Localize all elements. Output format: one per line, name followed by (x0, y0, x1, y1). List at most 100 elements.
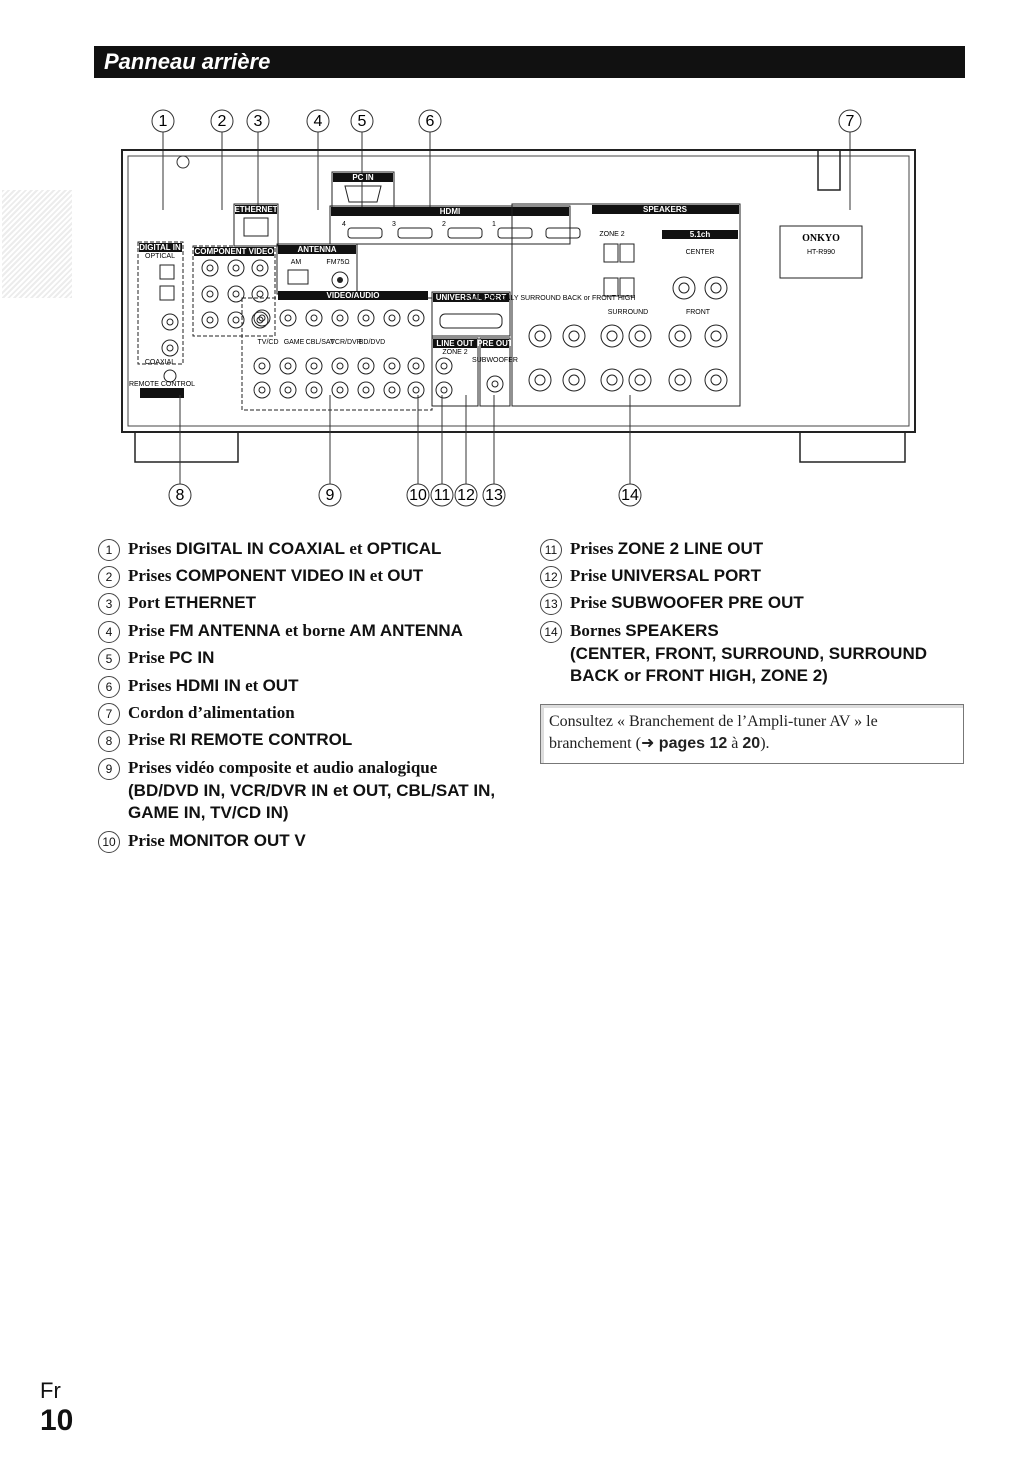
rca-jack (357, 309, 375, 327)
note-pages: pages 12 (654, 735, 728, 752)
svg-text:SUBWOOFER: SUBWOOFER (472, 357, 518, 364)
rca-jack (305, 357, 323, 375)
svg-text:HDMI: HDMI (440, 207, 460, 216)
callout-13: 13 (482, 395, 506, 507)
hdmi-port (447, 227, 483, 239)
svg-text:7: 7 (846, 113, 855, 130)
rca-jack (227, 285, 245, 303)
svg-text:3: 3 (254, 113, 263, 130)
svg-text:UNIVERSAL PORT: UNIVERSAL PORT (436, 293, 507, 302)
right-foot (799, 432, 906, 463)
speaker-terminal (672, 276, 696, 300)
list-item-14-detail: (CENTER, FRONT, SURROUND, SURROUND BACK … (570, 644, 927, 685)
svg-text:DIGITAL IN: DIGITAL IN (139, 243, 181, 252)
svg-text:ETHERNET: ETHERNET (234, 205, 277, 214)
svg-text:12: 12 (457, 487, 475, 504)
hdmi-port (545, 227, 581, 239)
rca-jack (251, 285, 269, 303)
rca-jack (253, 357, 271, 375)
svg-text:5: 5 (358, 113, 367, 130)
svg-text:ZONE 2: ZONE 2 (599, 231, 624, 238)
svg-text:3: 3 (392, 221, 396, 228)
speaker-terminal (668, 368, 692, 392)
rca-jack (251, 259, 269, 277)
rca-jack (331, 381, 349, 399)
callout-8: 8 (168, 395, 192, 507)
hdmi-port (347, 227, 383, 239)
rca-jack (253, 309, 271, 327)
brand-label: ONKYO HT-R990 (779, 225, 863, 279)
note-text: Consultez « Branchement de l’Ampli-tuner… (549, 713, 878, 752)
svg-text:REMOTE CONTROL: REMOTE CONTROL (129, 381, 195, 388)
svg-text:HT-R990: HT-R990 (807, 249, 835, 256)
svg-text:8: 8 (176, 487, 185, 504)
rca-jack (331, 309, 349, 327)
arrow-icon: ➜ (640, 735, 655, 752)
digital-in-block: DIGITAL IN OPTICAL COAXIAL REMOTE CONTRO… (129, 241, 195, 398)
svg-text:VIDEO/AUDIO: VIDEO/AUDIO (327, 291, 380, 300)
component-video-block: COMPONENT VIDEO (192, 245, 276, 337)
svg-text:1: 1 (492, 221, 496, 228)
speaker-terminal (600, 324, 624, 348)
number-badge: 3 (98, 593, 120, 615)
speaker-terminal (704, 324, 728, 348)
svg-text:FM75Ω: FM75Ω (326, 259, 349, 266)
callout-5: 5 (350, 109, 374, 210)
callout-1: 1 (151, 109, 175, 210)
number-badge: 9 (98, 758, 120, 780)
callout-10: 10 (406, 395, 430, 507)
svg-text:5.1ch: 5.1ch (690, 230, 711, 239)
number-badge: 13 (540, 593, 562, 615)
svg-text:13: 13 (485, 487, 503, 504)
svg-text:6: 6 (426, 113, 435, 130)
rca-jack (383, 309, 401, 327)
svg-text:BD/DVD: BD/DVD (359, 339, 385, 346)
speaker-terminal (628, 368, 652, 392)
rca-jack (407, 309, 425, 327)
rca-jack (253, 381, 271, 399)
svg-text:4: 4 (314, 113, 323, 130)
callout-11: 11 (430, 395, 454, 507)
chassis-outline (121, 149, 916, 433)
svg-text:4: 4 (342, 221, 346, 228)
rca-jack (357, 381, 375, 399)
number-badge: 2 (98, 566, 120, 588)
svg-text:COAXIAL: COAXIAL (145, 359, 175, 366)
svg-text:9: 9 (326, 487, 335, 504)
number-badge: 5 (98, 648, 120, 670)
speaker-terminal (562, 368, 586, 392)
svg-text:2: 2 (442, 221, 446, 228)
svg-text:PC IN: PC IN (352, 173, 374, 182)
callout-4: 4 (306, 109, 330, 210)
rca-jack (407, 381, 425, 399)
rca-jack (227, 311, 245, 329)
speaker-terminal (600, 368, 624, 392)
rca-jack (383, 381, 401, 399)
svg-text:CENTER: CENTER (686, 249, 715, 256)
svg-text:LINE OUT: LINE OUT (436, 339, 473, 348)
speaker-terminal (628, 324, 652, 348)
speaker-terminal (528, 324, 552, 348)
left-foot (134, 432, 239, 463)
svg-text:FRONT: FRONT (686, 309, 711, 316)
svg-text:CBL/SAT: CBL/SAT (306, 339, 335, 346)
rca-jack (227, 259, 245, 277)
rca-jack (279, 357, 297, 375)
rca-jack (305, 309, 323, 327)
speakers-block: SPEAKERS 5.1ch ZONE 2 CENTER 7.1ch USE O… (465, 203, 741, 407)
svg-text:PRE OUT: PRE OUT (477, 339, 513, 348)
list-item-9-detail: (BD/DVD IN, VCR/DVR IN et OUT, CBL/SAT I… (128, 781, 496, 822)
callout-9: 9 (318, 395, 342, 507)
speaker-terminal (668, 324, 692, 348)
